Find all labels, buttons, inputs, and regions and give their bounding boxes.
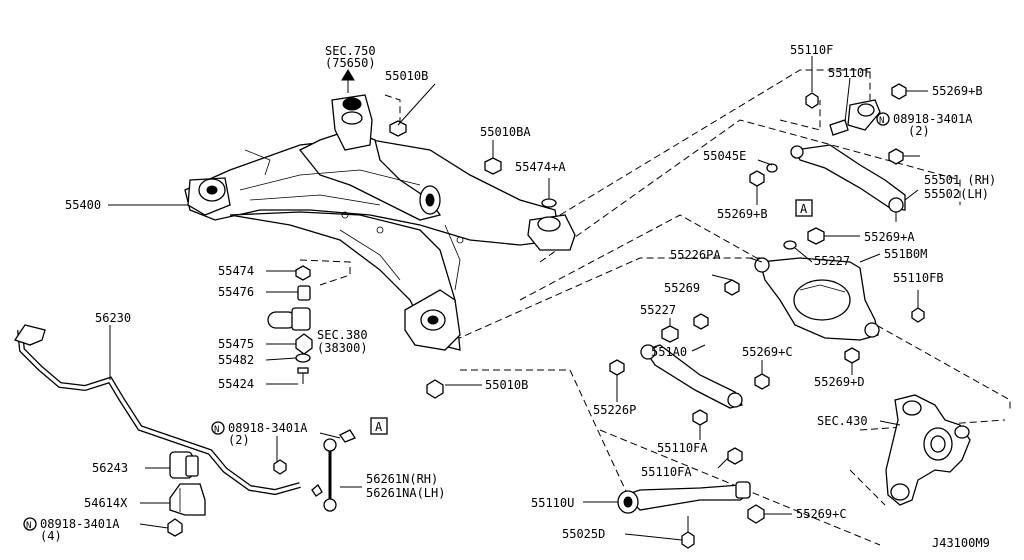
- ref-marker-a-1: A: [370, 417, 388, 435]
- label-55110fa-2: 55110FA: [641, 465, 692, 479]
- label-08918-3401a-1-qty: (2): [228, 433, 250, 447]
- label-56261n: 56261N(RH): [366, 472, 438, 486]
- sec750-line1: SEC.750: [325, 44, 376, 58]
- toe-link-55110u: [617, 447, 765, 549]
- label-55227-2: 55227: [640, 303, 676, 317]
- label-55424: 55424: [218, 377, 254, 391]
- circle-n-icon: N: [876, 112, 890, 126]
- arrow-up-icon: [341, 69, 355, 93]
- label-55010b-top: 55010B: [385, 69, 428, 83]
- label-55269a: 55269+A: [864, 230, 915, 244]
- label-sec430: SEC.430: [817, 414, 868, 428]
- label-55110fb: 55110FB: [893, 271, 944, 285]
- label-54614x: 54614X: [84, 496, 128, 510]
- label-08918-3401a-3: 08918-3401A: [893, 112, 973, 126]
- svg-text:A: A: [375, 420, 383, 434]
- label-55227-1: 55227: [814, 254, 850, 268]
- upper-arm-55501: [749, 83, 907, 222]
- nut-icon: [167, 518, 183, 537]
- lower-arm-551b0m: [724, 227, 925, 364]
- sec750-line2: (75650): [325, 56, 376, 70]
- label-55482: 55482: [218, 353, 254, 367]
- svg-text:N: N: [214, 425, 219, 435]
- bracket-icon: [169, 483, 206, 516]
- label-55269b-2: 55269+B: [717, 207, 768, 221]
- circle-n-icon: N: [23, 517, 37, 531]
- label-55110f-1: 55110F: [790, 43, 833, 57]
- label-55010ba: 55010BA: [480, 125, 531, 139]
- label-55269c-2: 55269+C: [796, 507, 847, 521]
- sec380-line1: SEC.380: [317, 328, 368, 342]
- label-551a0: 551A0: [651, 345, 687, 359]
- label-55269: 55269: [664, 281, 700, 295]
- svg-text:A: A: [800, 202, 808, 216]
- bushing-icon: [169, 451, 199, 479]
- part-labels: SEC.750 (75650) 55010B 55010BA 55474+A 5…: [40, 43, 996, 550]
- label-55501: 55501 (RH): [924, 173, 996, 187]
- label-56243: 56243: [92, 461, 128, 475]
- stabilizer-bar: [13, 324, 301, 496]
- label-55400: 55400: [65, 198, 101, 212]
- svg-text:N: N: [879, 116, 884, 126]
- label-55110fa-1: 55110FA: [657, 441, 708, 455]
- dashed-connectors: [299, 69, 1011, 546]
- label-55502: 55502(LH): [924, 187, 989, 201]
- label-55474a: 55474+A: [515, 160, 566, 174]
- label-56261na: 56261NA(LH): [366, 486, 445, 500]
- label-55110f-2: 55110F: [828, 66, 871, 80]
- label-55474: 55474: [218, 264, 254, 278]
- label-08918-3401a-3-qty: (2): [908, 124, 930, 138]
- ref-marker-a-2: A: [795, 199, 813, 217]
- bushing-stack: [267, 265, 313, 384]
- label-55269b-1: 55269+B: [932, 84, 983, 98]
- label-55110u: 55110U: [531, 496, 574, 510]
- label-55010b-bottom: 55010B: [485, 378, 528, 392]
- stabilizer-link: [273, 429, 356, 512]
- label-08918-3401a-1: 08918-3401A: [228, 421, 308, 435]
- sec380-line2: (38300): [317, 341, 368, 355]
- label-55269c-1: 55269+C: [742, 345, 793, 359]
- lateral-link-551a0: [609, 313, 770, 426]
- label-55475: 55475: [218, 337, 254, 351]
- knuckle-sec430: [885, 394, 971, 506]
- label-08918-3401a-2-qty: (4): [40, 529, 62, 543]
- label-55226pa: 55226PA: [670, 248, 721, 262]
- label-55045e: 55045E: [703, 149, 746, 163]
- leader-lines: [108, 56, 928, 541]
- label-55269d: 55269+D: [814, 375, 865, 389]
- label-55025d: 55025D: [562, 527, 605, 541]
- svg-text:N: N: [26, 521, 31, 531]
- circle-n-icon: N: [211, 421, 225, 435]
- subframe-55400: [184, 94, 576, 351]
- label-56230: 56230: [95, 311, 131, 325]
- label-55226p: 55226P: [593, 403, 636, 417]
- label-55476: 55476: [218, 285, 254, 299]
- washer-icon: [541, 198, 557, 208]
- diagram-id: J43100M9: [932, 536, 990, 550]
- label-08918-3401a-2: 08918-3401A: [40, 517, 120, 531]
- label-551b0m: 551B0M: [884, 247, 927, 261]
